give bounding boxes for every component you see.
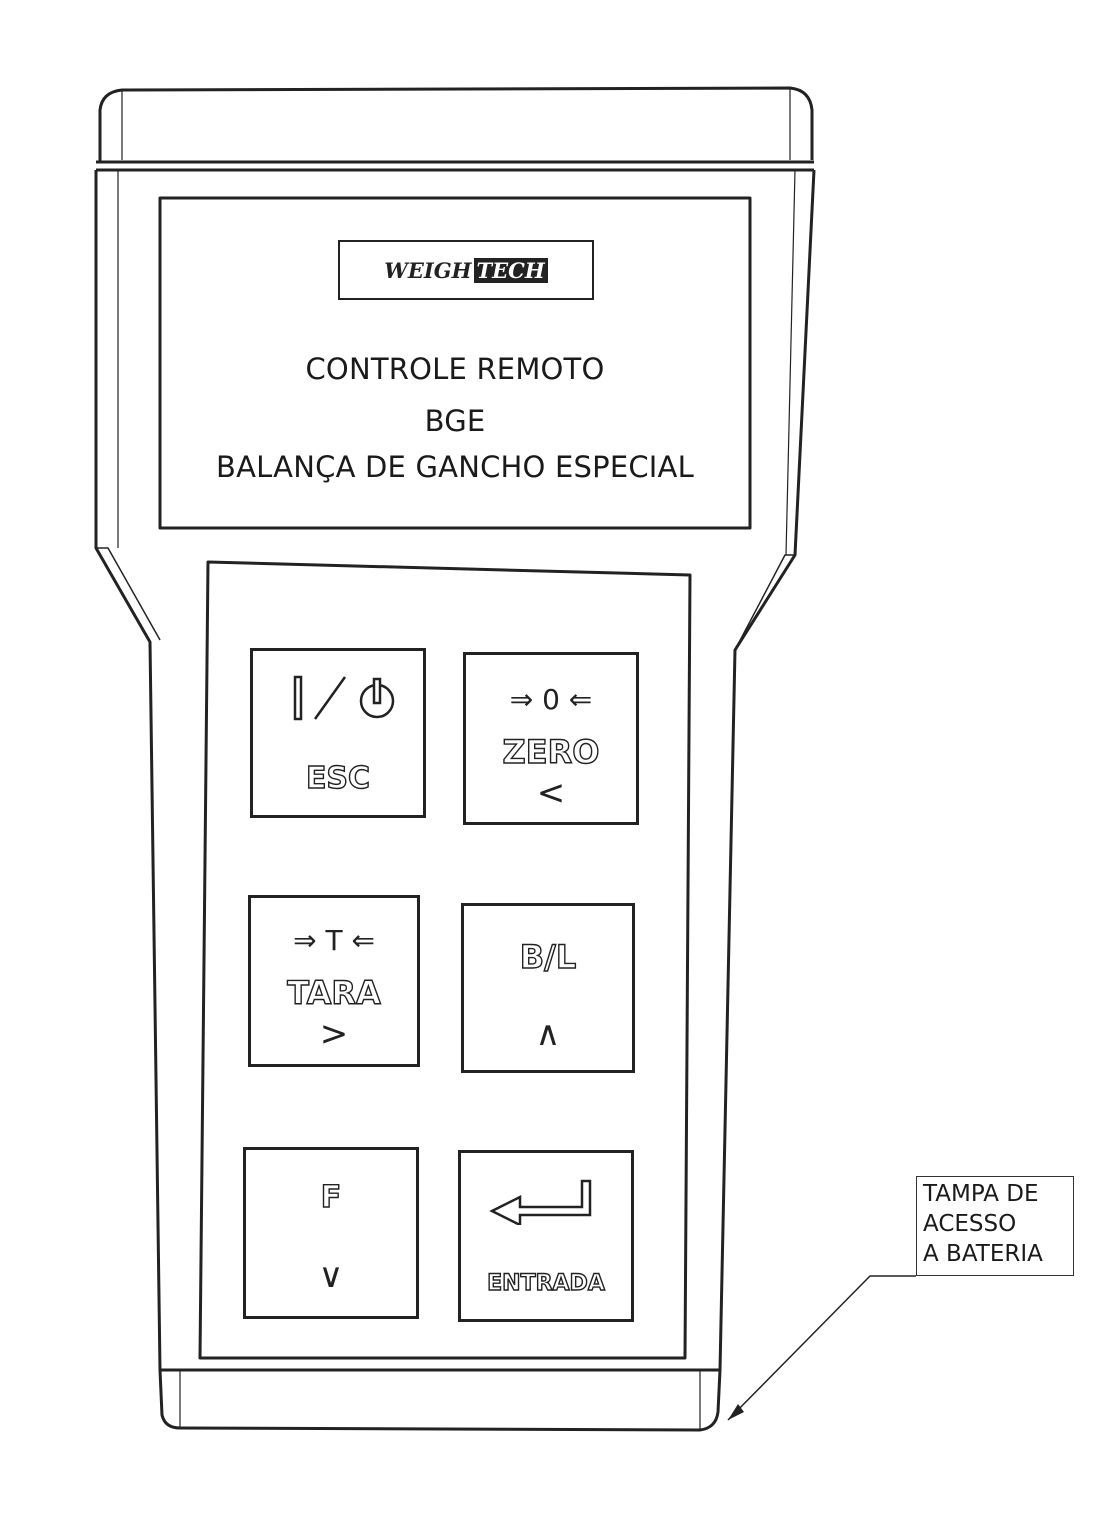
weightech-logo: WEIGH TECH (338, 240, 594, 300)
zero-symbol: ⇒ 0 ⇐ (509, 683, 593, 716)
enter-key[interactable]: ENTRADA (458, 1150, 634, 1322)
left-arrow-icon: < (536, 773, 566, 813)
callout-leader (727, 1275, 916, 1421)
logo-weigh: WEIGH (384, 257, 472, 283)
zero-key[interactable]: ⇒ 0 ⇐ ZERO < (463, 652, 639, 825)
title-line-2: BGE (424, 404, 486, 438)
esc-label: ESC (305, 760, 371, 796)
callout-line-1: TAMPA DE (923, 1181, 1039, 1207)
f-label: F (320, 1179, 342, 1215)
esc-key[interactable]: ESC (250, 648, 426, 818)
bl-key[interactable]: B/L ∧ (461, 903, 635, 1073)
logo-tech: TECH (473, 257, 548, 283)
callout-line-2: ACESSO (923, 1211, 1017, 1237)
zero-label: ZERO (502, 732, 600, 771)
power-icon (253, 673, 423, 734)
up-arrow-icon: ∧ (535, 1014, 561, 1054)
battery-cover-callout: TAMPA DE ACESSO A BATERIA (916, 1176, 1074, 1276)
f-key[interactable]: F ∨ (243, 1147, 419, 1319)
body-outline (94, 169, 816, 1372)
title-line-3: BALANÇA DE GANCHO ESPECIAL (216, 450, 694, 484)
tara-key[interactable]: ⇒ T ⇐ TARA > (248, 895, 420, 1067)
enter-arrow-icon (461, 1175, 631, 1229)
display-window (158, 196, 752, 530)
down-arrow-icon: ∨ (318, 1256, 344, 1296)
callout-line-3: A BATERIA (923, 1241, 1043, 1267)
top-cap (98, 86, 814, 162)
battery-cover (158, 1369, 722, 1432)
tara-label: TARA (287, 973, 382, 1012)
title-line-1: CONTROLE REMOTO (305, 352, 605, 386)
bl-label: B/L (519, 937, 577, 976)
right-arrow-icon: > (319, 1014, 349, 1054)
keypad-panel (198, 560, 692, 1360)
tara-symbol: ⇒ T ⇐ (293, 924, 375, 957)
enter-label: ENTRADA (486, 1270, 605, 1296)
